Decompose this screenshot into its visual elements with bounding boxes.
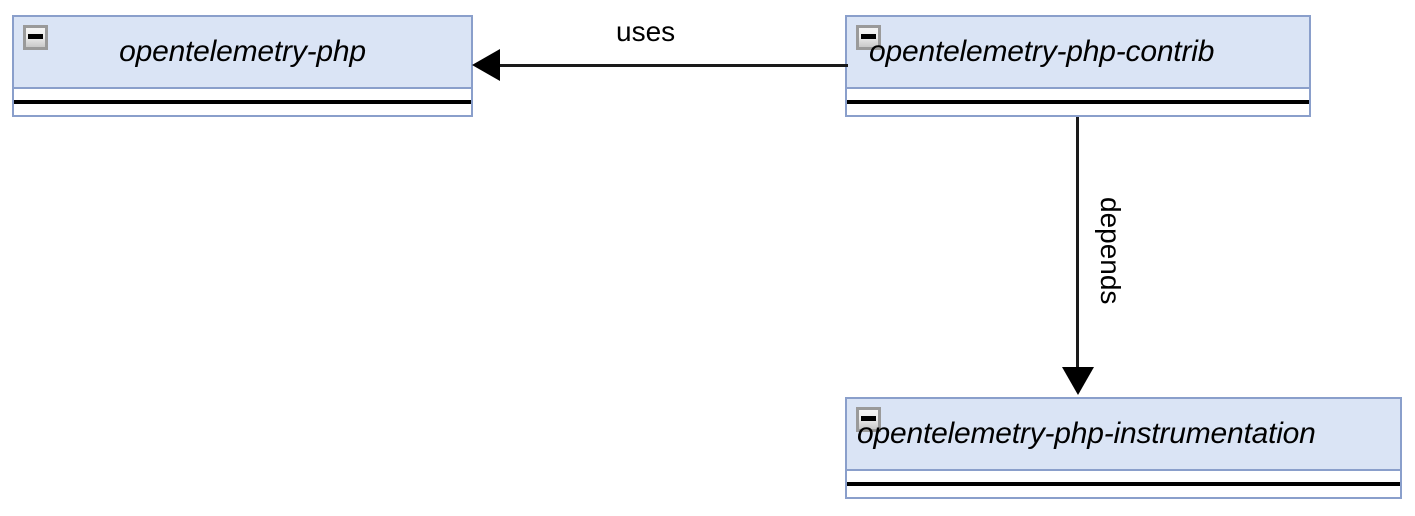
edge-depends-arrowhead-icon <box>1062 367 1094 395</box>
node-title: opentelemetry-php-contrib <box>869 35 1215 68</box>
collapse-minus-icon[interactable] <box>856 25 881 50</box>
node-compartment-operations <box>14 104 471 115</box>
collapse-minus-icon[interactable] <box>23 25 48 50</box>
node-title: opentelemetry-php-instrumentation <box>857 417 1316 450</box>
node-compartment-attributes <box>847 89 1309 100</box>
node-divider <box>847 100 1309 104</box>
collapse-minus-icon[interactable] <box>856 407 881 432</box>
node-divider <box>847 482 1400 486</box>
node-header: opentelemetry-php <box>14 17 471 89</box>
edge-depends-label: depends <box>1095 197 1126 305</box>
edge-depends-line <box>1076 117 1079 370</box>
node-compartment-attributes <box>847 471 1400 482</box>
node-compartment-operations <box>847 104 1309 115</box>
node-compartment-attributes <box>14 89 471 100</box>
node-compartment-operations <box>847 486 1400 497</box>
node-opentelemetry-php[interactable]: opentelemetry-php <box>12 15 473 117</box>
edge-uses-arrowhead-icon <box>472 49 500 81</box>
node-opentelemetry-php-instrumentation[interactable]: opentelemetry-php-instrumentation <box>845 397 1402 499</box>
node-divider <box>14 100 471 104</box>
node-header: opentelemetry-php-instrumentation <box>847 399 1400 471</box>
node-opentelemetry-php-contrib[interactable]: opentelemetry-php-contrib <box>845 15 1311 117</box>
edge-uses-label: uses <box>616 16 676 47</box>
edge-uses-line <box>494 64 848 67</box>
node-header: opentelemetry-php-contrib <box>847 17 1309 89</box>
node-title: opentelemetry-php <box>119 35 366 68</box>
